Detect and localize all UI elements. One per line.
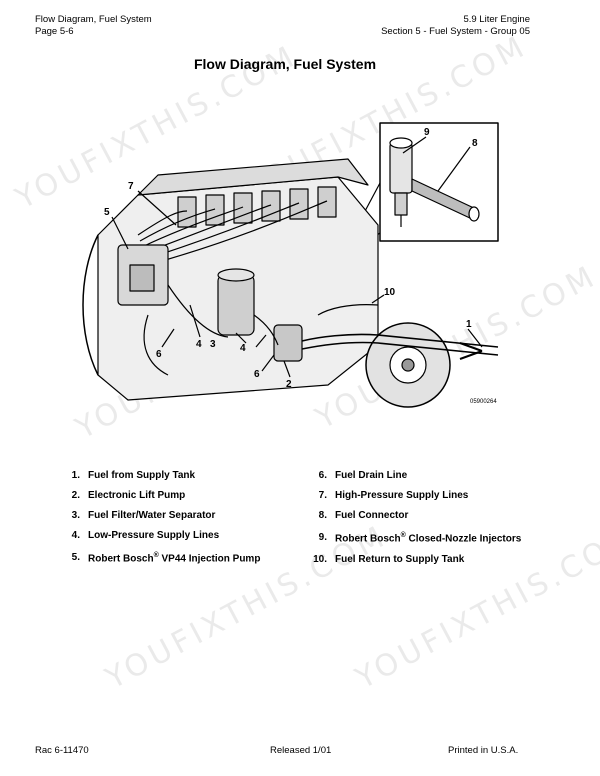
legend-item: 4. Low-Pressure Supply Lines bbox=[71, 530, 220, 541]
engine-fuel-system-figure: 9 8 7 5 10 1 4 4 3 6 6 2 05900264 bbox=[82, 122, 499, 408]
legend-item: 5. Robert Bosch® VP44 Injection Pump bbox=[71, 552, 261, 565]
callout-2: 2 bbox=[286, 379, 292, 390]
header-section-title: Flow Diagram, Fuel System bbox=[35, 14, 152, 25]
footer-release: Released 1/01 bbox=[270, 745, 332, 756]
callout-6a: 6 bbox=[156, 349, 162, 360]
legend-item: 6. Fuel Drain Line bbox=[318, 470, 408, 481]
legend-item: 9. Robert Bosch® Closed-Nozzle Injectors bbox=[318, 532, 522, 545]
legend-item: 1. Fuel from Supply Tank bbox=[71, 470, 196, 481]
callout-3: 3 bbox=[210, 339, 216, 350]
legend-item: 2. Electronic Lift Pump bbox=[71, 490, 186, 501]
callout-1: 1 bbox=[466, 319, 472, 330]
legend-item: 7. High-Pressure Supply Lines bbox=[318, 490, 469, 501]
callout-5: 5 bbox=[104, 207, 110, 218]
callout-6b: 6 bbox=[254, 369, 260, 380]
callout-4a: 4 bbox=[196, 339, 202, 350]
legend-right-column: 6. Fuel Drain Line 7. High-Pressure Supp… bbox=[307, 470, 567, 574]
legend-item: 8. Fuel Connector bbox=[318, 510, 409, 521]
page-header-right: 5.9 Liter Engine Section 5 - Fuel System… bbox=[381, 14, 530, 38]
callout-7: 7 bbox=[128, 181, 134, 192]
header-page-number: Page 5-6 bbox=[35, 26, 74, 37]
legend-item: 3. Fuel Filter/Water Separator bbox=[71, 510, 216, 521]
callout-9: 9 bbox=[424, 127, 430, 138]
page-title: Flow Diagram, Fuel System bbox=[193, 56, 377, 72]
callout-10: 10 bbox=[384, 287, 396, 298]
callout-8: 8 bbox=[472, 138, 478, 149]
header-engine: 5.9 Liter Engine bbox=[463, 14, 530, 25]
page-header-left: Flow Diagram, Fuel System Page 5-6 bbox=[35, 14, 152, 38]
legend-item: 10. Fuel Return to Supply Tank bbox=[313, 554, 465, 565]
footer-doc-number: Rac 6-11470 bbox=[35, 745, 89, 756]
callout-4b: 4 bbox=[240, 343, 246, 354]
legend-left-column: 1. Fuel from Supply Tank 2. Electronic L… bbox=[60, 470, 300, 574]
header-section: Section 5 - Fuel System - Group 05 bbox=[381, 26, 530, 37]
figure-code: 05900264 bbox=[470, 399, 497, 405]
footer-printed: Printed in U.S.A. bbox=[448, 745, 519, 756]
